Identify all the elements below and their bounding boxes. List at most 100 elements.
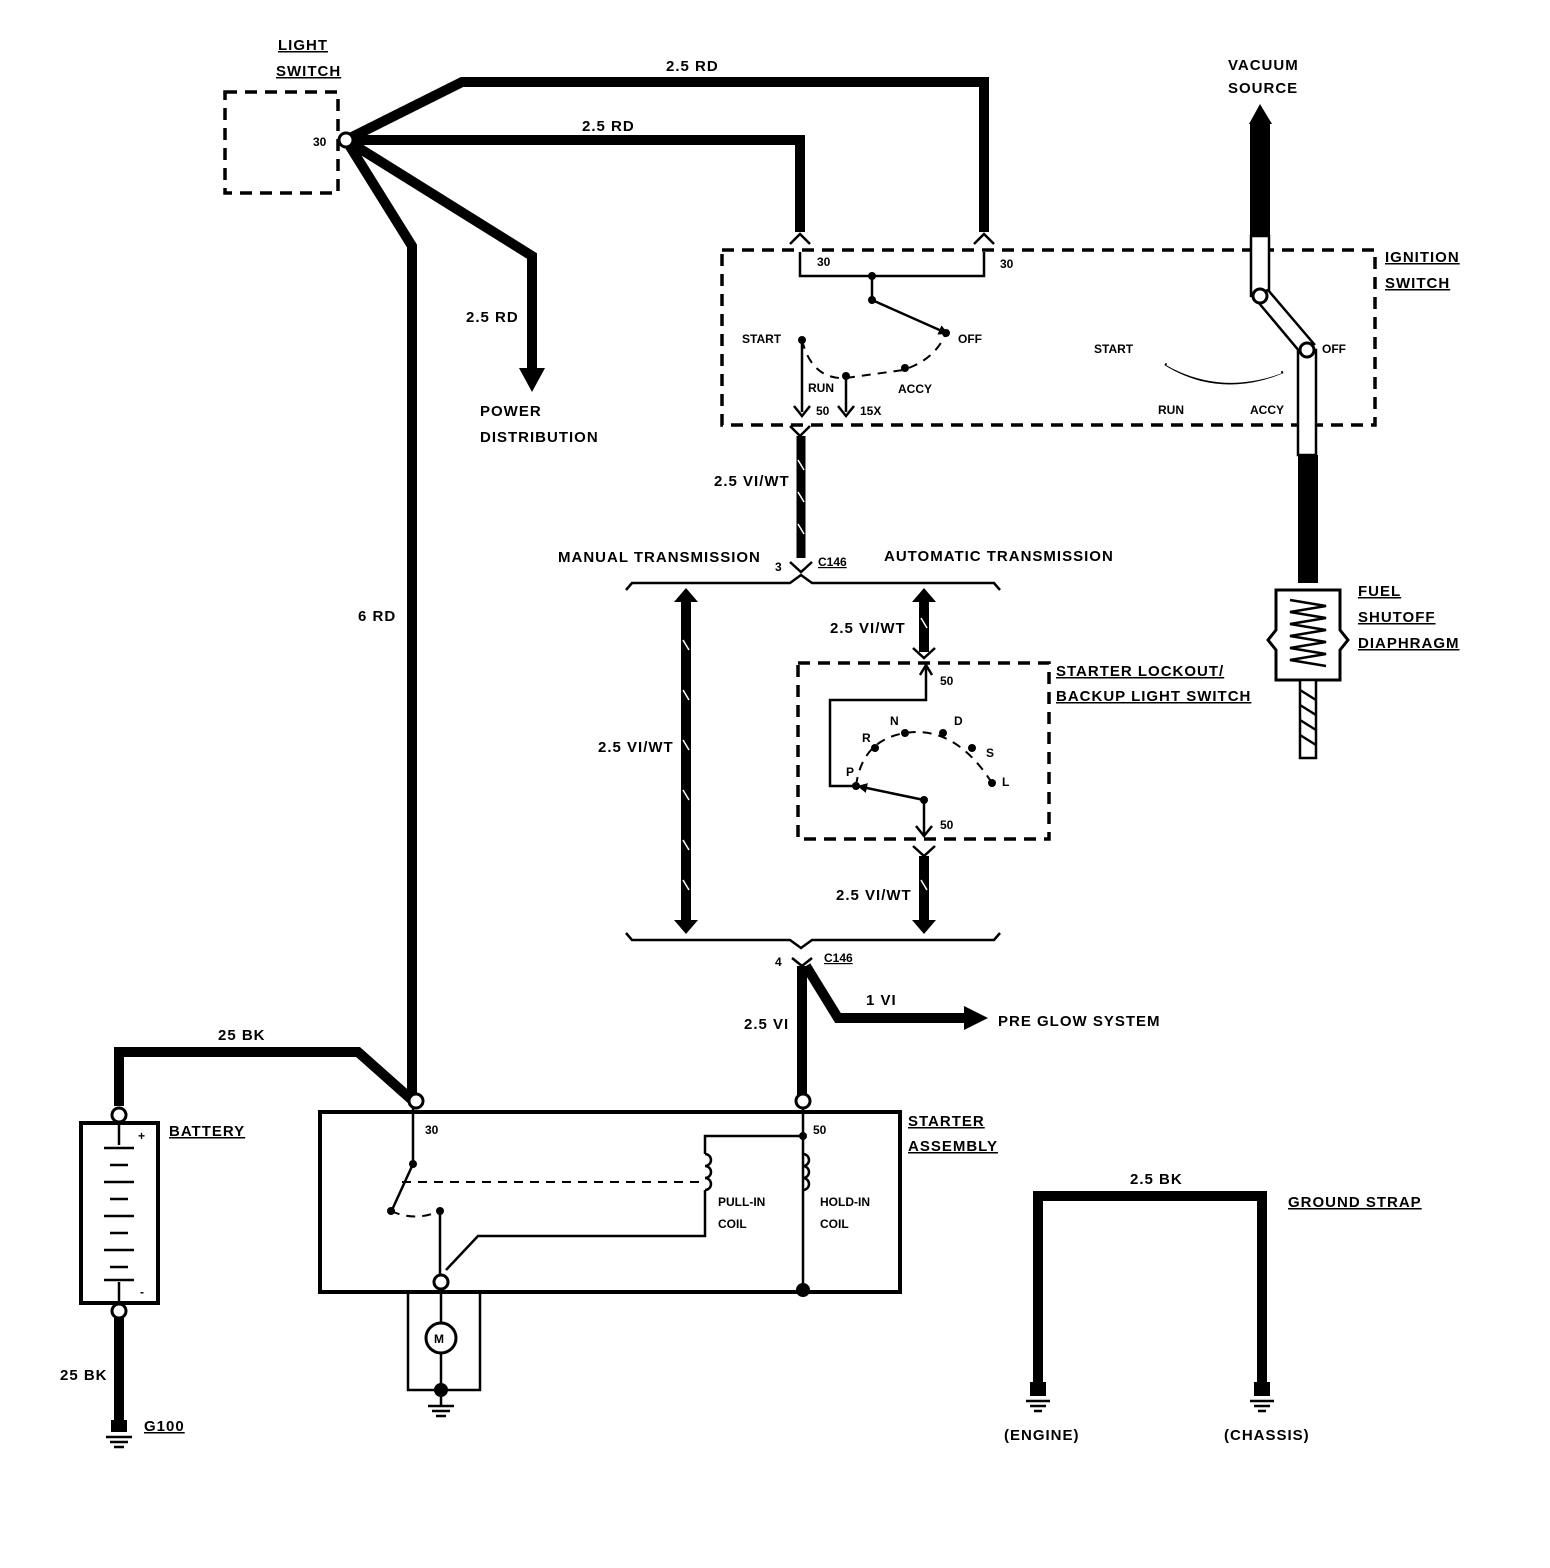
lockout-terminal-bottom: 50 — [940, 818, 954, 832]
c146-pin3: 3 — [775, 560, 782, 574]
hold-in-label-2: COIL — [820, 1217, 849, 1231]
vacuum-source-label-1: VACUUM — [1228, 57, 1299, 74]
gear-r-contact — [871, 744, 879, 752]
wire-label-vi-wt-ign: 2.5 VI/WT — [714, 473, 790, 490]
hold-in-label-1: HOLD-IN — [820, 1195, 870, 1209]
lockout-bottom-arrow — [915, 825, 933, 839]
preglow-label: PRE GLOW SYSTEM — [998, 1013, 1161, 1030]
wire-label-rd-outer: 2.5 RD — [666, 58, 719, 75]
ign-accy-label: ACCY — [898, 382, 932, 396]
pull-in-feed — [703, 1134, 803, 1154]
motor-ground-node — [434, 1383, 448, 1397]
ign-terminal-30-right: 30 — [1000, 257, 1014, 271]
wire-25-bk-top — [114, 1047, 416, 1106]
wire-label-bk-ground: 25 BK — [60, 1367, 108, 1384]
st-contact-arm — [390, 1163, 415, 1211]
starter-lockout-label-2: BACKUP LIGHT SWITCH — [1056, 688, 1251, 705]
gear-r: R — [862, 731, 871, 745]
ign-position-arc — [801, 332, 947, 380]
ground-strap-label: GROUND STRAP — [1288, 1194, 1422, 1211]
gear-n-contact — [901, 729, 909, 737]
motor-terminal — [432, 1273, 450, 1291]
ign-contact-arm — [871, 298, 949, 335]
vacuum-source-label-2: SOURCE — [1228, 80, 1298, 97]
ign-lever-run-label: RUN — [1158, 403, 1184, 417]
hold-in-coil — [802, 1152, 811, 1192]
ign-start-label: START — [742, 332, 782, 346]
ignition-switch: IGNITION SWITCH 30 30 START OFF RUN ACCY… — [720, 232, 1460, 427]
battery-label: BATTERY — [169, 1123, 245, 1140]
gear-s: S — [986, 746, 994, 760]
ign-15x-arrow — [837, 405, 855, 419]
ign-lever-accy-label: ACCY — [1250, 403, 1284, 417]
ign-connector-right — [973, 232, 995, 245]
wire-2-5-rd-outer — [343, 77, 989, 232]
manual-arrow-top — [674, 588, 698, 602]
fuel-shutoff-label-2: SHUTOFF — [1358, 609, 1436, 626]
wire-label-rd-inner: 2.5 RD — [582, 118, 635, 135]
starter-terminal-30-label: 30 — [425, 1123, 439, 1137]
g100-post — [111, 1420, 127, 1432]
ground-strap-wire — [1033, 1191, 1267, 1384]
starter-label-1: STARTER — [908, 1113, 985, 1130]
ignition-switch-label-1: IGNITION — [1385, 249, 1460, 266]
diaphragm-spring — [1289, 598, 1327, 668]
ign-accy-contact — [901, 364, 909, 372]
chassis-ground-icon — [1250, 1399, 1274, 1413]
vacuum-linkage: VACUUM SOURCE FUEL SHUTOFF DIAPHRAGM — [1228, 57, 1460, 760]
wire-label-6-rd: 6 RD — [358, 608, 396, 625]
st-ground-node — [796, 1283, 810, 1297]
gear-n: N — [890, 714, 899, 728]
ign-50-out-chevron — [789, 425, 811, 438]
c146-label-bottom: C146 — [824, 951, 853, 965]
fuel-shutoff-label-1: FUEL — [1358, 583, 1401, 600]
light-switch-label-2: SWITCH — [276, 63, 341, 80]
engine-ground-post — [1030, 1382, 1046, 1396]
gear-l: L — [1002, 775, 1009, 789]
starter-label-2: ASSEMBLY — [908, 1138, 998, 1155]
motor-label: M — [434, 1332, 444, 1346]
ground-strap-wire-label: 2.5 BK — [1130, 1171, 1183, 1188]
vacuum-arrow — [1249, 104, 1272, 124]
wire-1-vi — [801, 963, 968, 1023]
starter-assembly-box — [318, 1110, 902, 1294]
fuel-shutoff-label-3: DIAPHRAGM — [1358, 635, 1460, 652]
starter-terminal-50-label: 50 — [813, 1123, 827, 1137]
starter-terminal-30 — [407, 1092, 425, 1110]
auto-bottom-arrow — [912, 920, 936, 934]
st-contact-bridge — [390, 1210, 441, 1218]
ign-run-label: RUN — [808, 381, 834, 395]
battery-minus: - — [140, 1285, 144, 1299]
gear-d: D — [954, 714, 963, 728]
lockout-arc — [855, 731, 993, 787]
ign-connector-left — [789, 232, 811, 245]
c146-to-starter: 4 C146 1 VI PRE GLOW SYSTEM 2.5 VI — [744, 951, 1161, 1095]
auto-top-chevron — [912, 647, 936, 660]
ign-lever-off-label: OFF — [1322, 342, 1346, 356]
c146-pin3-chevron — [789, 561, 813, 574]
manual-arrow-bottom — [674, 920, 698, 934]
auto-top-arrow — [912, 588, 936, 602]
preglow-arrow — [964, 1006, 988, 1030]
g100-label: G100 — [144, 1418, 185, 1435]
ign-lever-arc-inner — [1166, 362, 1282, 383]
wire-label-2-5-vi: 2.5 VI — [744, 1016, 789, 1033]
starter-lockout-label-1: STARTER LOCKOUT/ — [1056, 663, 1224, 680]
vacuum-pivot-lower — [1298, 341, 1316, 359]
stripe-auto-bottom — [920, 879, 928, 891]
ign-terminal-50: 50 — [816, 404, 830, 418]
power-distribution-label-2: DISTRIBUTION — [480, 429, 599, 446]
wire-label-vi-wt-auto-top: 2.5 VI/WT — [830, 620, 906, 637]
manual-jumper: 2.5 VI/WT — [598, 588, 698, 934]
lockout-contact-arm — [857, 783, 925, 802]
engine-ground-icon — [1026, 1399, 1050, 1413]
wire-2-5-rd-power — [343, 135, 537, 375]
battery-negative-terminal — [110, 1302, 128, 1320]
stripe-ign — [797, 459, 805, 535]
stripe-auto-top — [920, 617, 928, 629]
engine-label: (ENGINE) — [1004, 1427, 1080, 1444]
starter-lockout-switch: 2.5 VI/WT STARTER LOCKOUT/ BACKUP LIGHT … — [796, 588, 1251, 934]
ign-bus — [798, 252, 986, 278]
vacuum-pivot-upper — [1251, 287, 1269, 305]
